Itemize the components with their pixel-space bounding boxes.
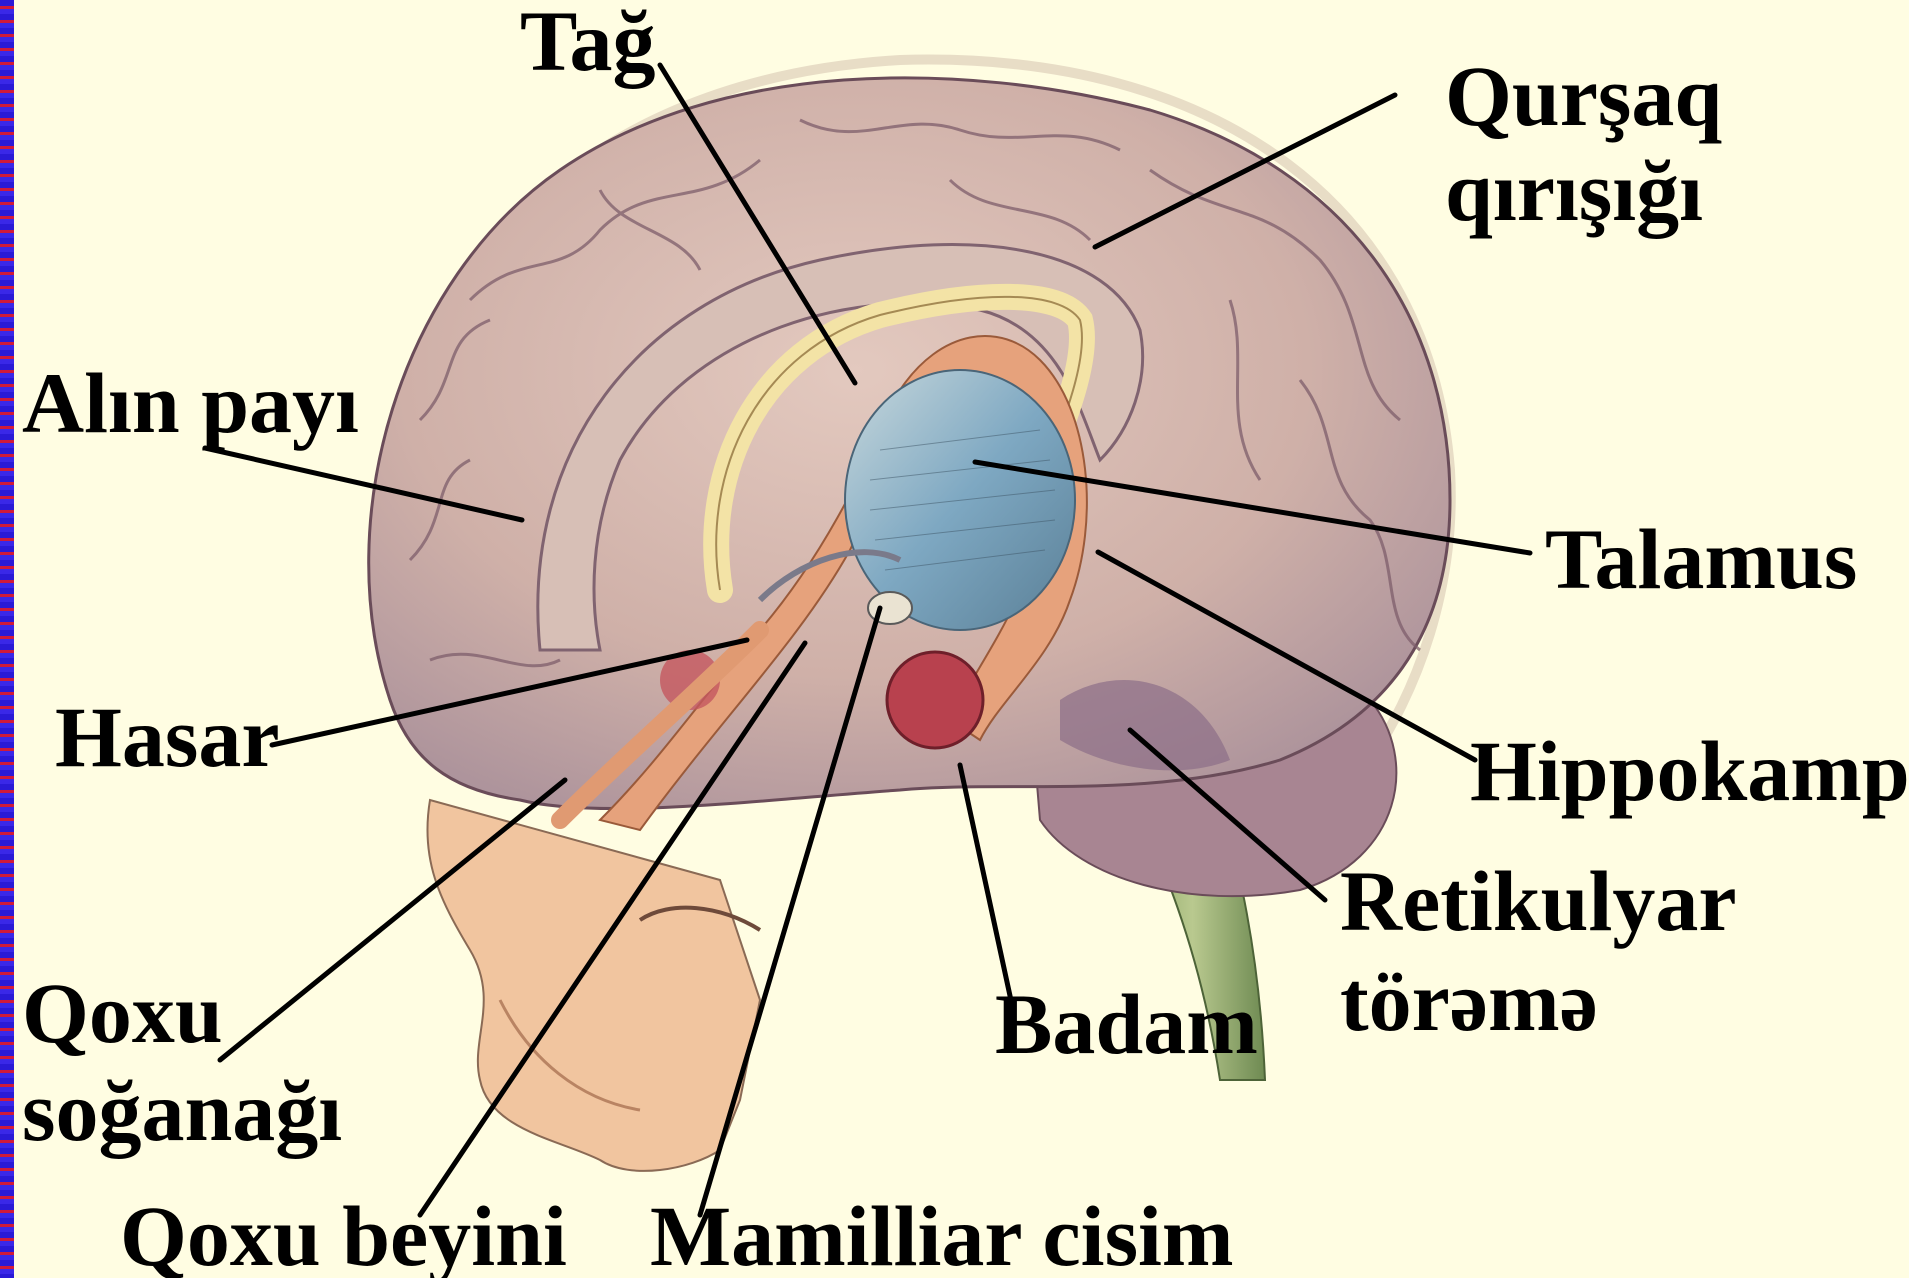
face-profile (427, 800, 760, 1171)
label-mammillary: Mamilliar cisim (650, 1188, 1234, 1278)
label-badam: Badam (995, 976, 1258, 1072)
leader-badam (960, 765, 1012, 1005)
label-olfactory-brain: Qoxu beyini (120, 1188, 567, 1278)
label-frontal: Alın payı (22, 355, 359, 451)
label-hippocampus: Hippokamp (1470, 723, 1909, 819)
label-hasar: Hasar (55, 689, 280, 785)
label-reticular-2: törəmə (1340, 953, 1598, 1049)
label-olfactory-bulb-1: Qoxu (22, 965, 223, 1061)
label-thalamus: Talamus (1545, 511, 1857, 607)
label-tag: Tağ (520, 0, 655, 89)
label-cingulate-1: Qurşaq (1445, 48, 1722, 144)
amygdala (887, 652, 983, 748)
label-cingulate-2: qırışığı (1445, 143, 1703, 239)
label-olfactory-bulb-2: soğanağı (22, 1063, 342, 1159)
label-reticular-1: Retikulyar (1340, 853, 1737, 949)
